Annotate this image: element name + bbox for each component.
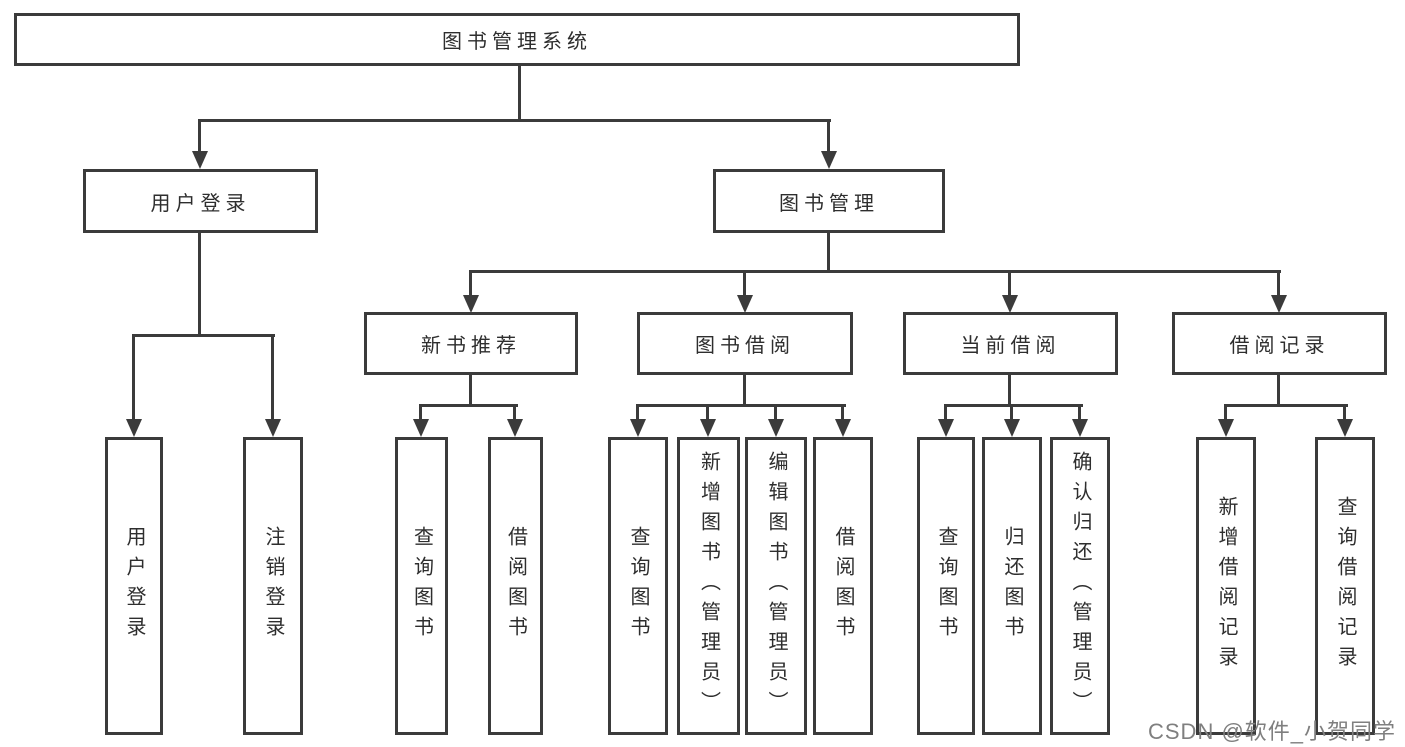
connector-line [1224, 404, 1227, 421]
arrowhead-down [768, 419, 784, 437]
arrowhead-down [1218, 419, 1234, 437]
node-label: 归还图书 [1001, 526, 1023, 646]
arrowhead-down [507, 419, 523, 437]
leaf-records-query-record: 查询借阅记录 [1315, 437, 1375, 735]
node-user-login: 用户登录 [83, 169, 318, 233]
connector-line [518, 65, 521, 122]
node-borrowing-records: 借阅记录 [1172, 312, 1387, 375]
connector-line [743, 375, 746, 407]
arrowhead-down [265, 419, 281, 437]
node-book-management: 图书管理 [713, 169, 945, 233]
leaf-current-confirm-return-admin: 确认归还（管理员） [1050, 437, 1110, 735]
arrowhead-down [413, 419, 429, 437]
connector-line [827, 119, 830, 153]
arrowhead-down [821, 151, 837, 169]
node-label: 用户登录 [123, 526, 145, 646]
connector-line [841, 404, 844, 421]
connector-line [1010, 404, 1013, 421]
node-label: 借阅记录 [1229, 335, 1330, 357]
connector-line [944, 404, 1083, 407]
connector-line [132, 334, 135, 421]
node-label: 新增借阅记录 [1215, 496, 1237, 676]
leaf-borrowing-edit-books-admin: 编辑图书（管理员） [745, 437, 807, 735]
node-label: 查询图书 [935, 526, 957, 646]
connector-line [419, 404, 518, 407]
csdn-watermark: CSDN @软件_小贺同学 [1148, 719, 1397, 744]
node-label: 借阅图书 [504, 526, 527, 646]
leaf-borrowing-query-books: 查询图书 [608, 437, 668, 735]
connector-line [198, 119, 201, 153]
leaf-current-query-books: 查询图书 [917, 437, 975, 735]
node-label: 图书借阅 [695, 335, 795, 357]
node-label: 新书推荐 [421, 335, 521, 357]
leaf-borrowing-borrow-books: 借阅图书 [813, 437, 873, 735]
connector-line [1008, 270, 1011, 297]
arrowhead-down [938, 419, 954, 437]
connector-line [774, 404, 777, 421]
connector-line [827, 233, 830, 273]
leaf-borrowing-add-books-admin: 新增图书（管理员） [677, 437, 740, 735]
arrowhead-down [1337, 419, 1353, 437]
node-label: 图书管理 [779, 192, 879, 215]
connector-line [944, 404, 947, 421]
node-root-library-system: 图书管理系统 [14, 13, 1020, 66]
connector-line [198, 233, 201, 337]
connector-line [636, 404, 639, 421]
connector-line [1277, 375, 1280, 407]
arrowhead-down [700, 419, 716, 437]
connector-line [1277, 270, 1280, 297]
connector-line [271, 334, 274, 421]
connector-line [198, 119, 831, 122]
connector-line [636, 404, 846, 407]
arrowhead-down [1072, 419, 1088, 437]
connector-line [1008, 375, 1011, 407]
connector-line [469, 270, 472, 297]
node-current-borrowing: 当前借阅 [903, 312, 1118, 375]
connector-line [706, 404, 709, 421]
connector-line [469, 375, 472, 407]
arrowhead-down [463, 295, 479, 313]
node-label: 借阅图书 [832, 526, 854, 646]
node-label: 编辑图书（管理员） [765, 451, 787, 721]
connector-line [419, 404, 422, 421]
node-label: 注销登录 [262, 526, 284, 646]
leaf-records-add-record: 新增借阅记录 [1196, 437, 1256, 735]
arrowhead-down [630, 419, 646, 437]
leaf-logout: 注销登录 [243, 437, 303, 735]
node-label: 查询图书 [410, 526, 433, 646]
connector-line [469, 270, 1281, 273]
node-label: 确认归还（管理员） [1069, 451, 1091, 721]
arrowhead-down [737, 295, 753, 313]
arrowhead-down [835, 419, 851, 437]
node-new-book-recommend: 新书推荐 [364, 312, 578, 375]
arrowhead-down [192, 151, 208, 169]
leaf-user-login: 用户登录 [105, 437, 163, 735]
node-book-borrowing: 图书借阅 [637, 312, 853, 375]
arrowhead-down [1271, 295, 1287, 313]
arrowhead-down [1004, 419, 1020, 437]
node-label: 图书管理系统 [442, 31, 592, 53]
node-label: 用户登录 [150, 192, 251, 215]
connector-line [132, 334, 275, 337]
connector-line [1224, 404, 1348, 407]
node-label: 新增图书（管理员） [697, 451, 720, 721]
leaf-current-return-books: 归还图书 [982, 437, 1042, 735]
arrowhead-down [126, 419, 142, 437]
node-label: 当前借阅 [960, 335, 1061, 357]
leaf-newbook-borrow-books: 借阅图书 [488, 437, 543, 735]
connector-line [513, 404, 516, 421]
node-label: 查询借阅记录 [1334, 496, 1356, 676]
node-label: 查询图书 [627, 526, 649, 646]
arrowhead-down [1002, 295, 1018, 313]
leaf-newbook-query-books: 查询图书 [395, 437, 448, 735]
connector-line [1343, 404, 1346, 421]
connector-line [743, 270, 746, 297]
connector-line [1078, 404, 1081, 421]
